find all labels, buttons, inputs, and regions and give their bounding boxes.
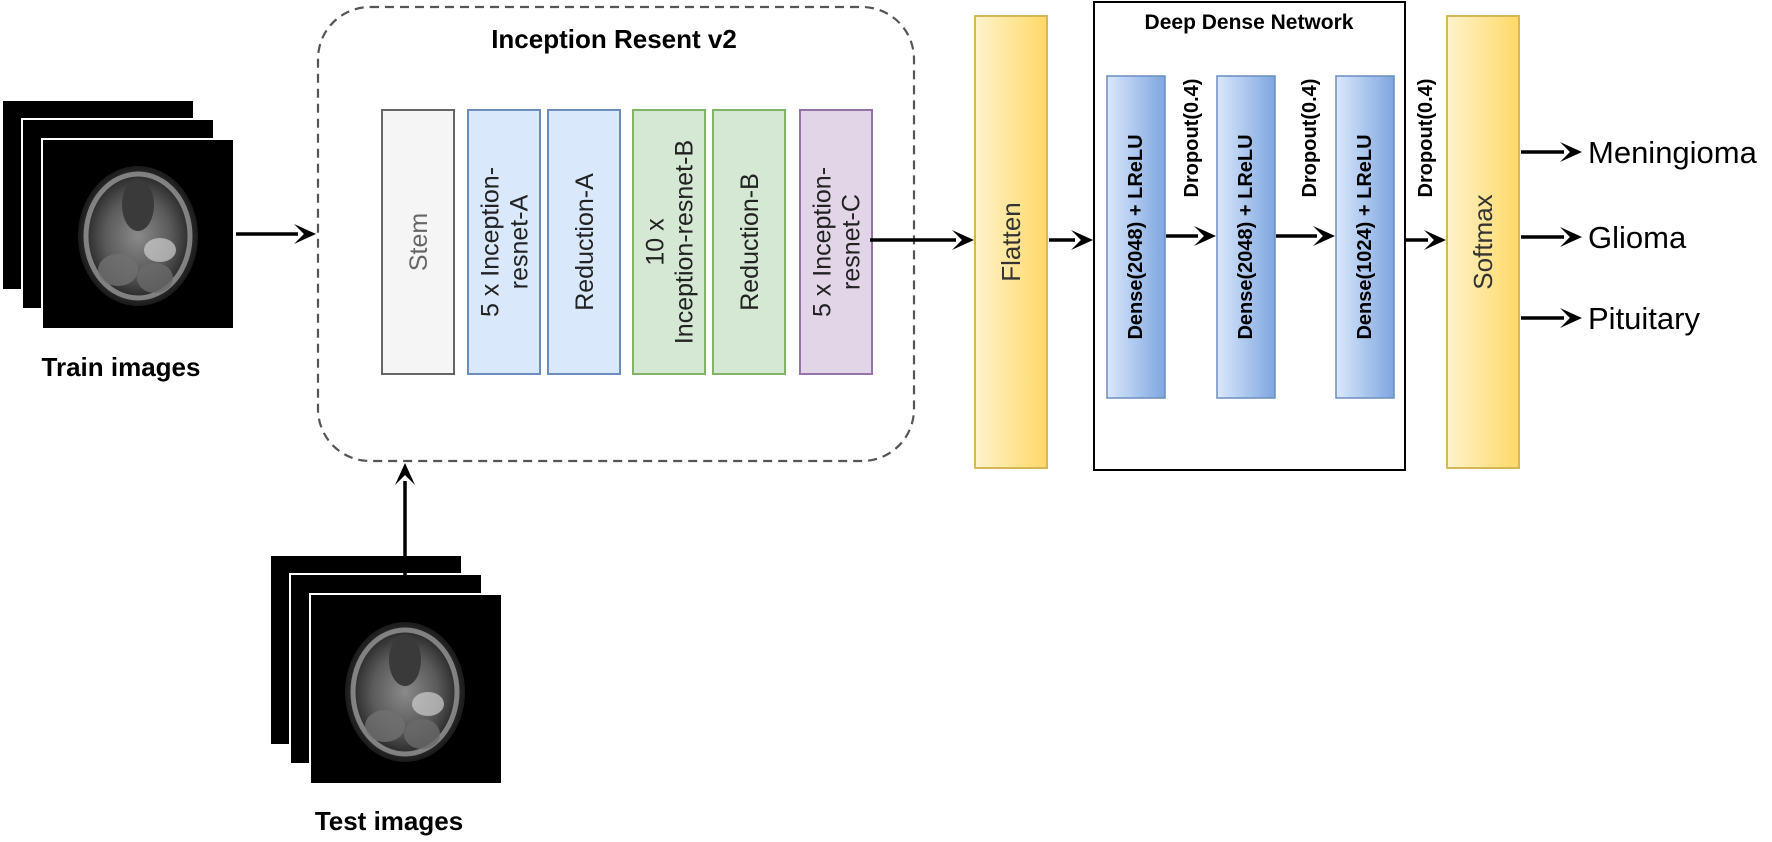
dense-network-container bbox=[1093, 1, 1406, 471]
output-class-label: Meningioma bbox=[1588, 135, 1758, 170]
output-class-label: Glioma bbox=[1588, 220, 1687, 255]
dense-layer-box bbox=[1106, 75, 1166, 399]
backbone-block-label: Stem bbox=[405, 213, 433, 271]
backbone-blocks: Stem 5 x Inception-resnet-A Reduction-A 10 … bbox=[381, 109, 873, 375]
arrow-right-icon bbox=[236, 224, 316, 244]
arrow-up-icon bbox=[395, 463, 415, 578]
dense-layer-box bbox=[1335, 75, 1395, 399]
flatten-label: Flatten bbox=[996, 202, 1026, 282]
backbone-title: Inception Resent v2 bbox=[491, 24, 737, 54]
arrow-right-icon bbox=[870, 230, 974, 250]
dense-layers: Dense(2048) + LReLU Dense(2048) + LReLU De… bbox=[1106, 75, 1437, 399]
train-images-label: Train images bbox=[42, 352, 201, 382]
inception-backbone-container bbox=[316, 5, 916, 463]
dropout-label: Dropout(0.4) bbox=[1299, 79, 1321, 198]
backbone-block-label: 10 xInception-resnet-B bbox=[642, 140, 699, 344]
arrow-right-icon bbox=[1166, 226, 1216, 246]
test-images-stack bbox=[269, 554, 503, 785]
backbone-block bbox=[381, 109, 455, 375]
dense-layer-box bbox=[1216, 75, 1276, 399]
dropout-label: Dropout(0.4) bbox=[1415, 79, 1437, 198]
backbone-block bbox=[799, 109, 873, 375]
output-class-label: Pituitary bbox=[1588, 301, 1700, 336]
output-arrow-icon bbox=[1521, 142, 1582, 162]
arrow-right-icon bbox=[1276, 226, 1335, 246]
backbone-block bbox=[467, 109, 541, 375]
connection-arrows bbox=[236, 142, 1582, 578]
backbone-block bbox=[547, 109, 621, 375]
output-arrow-icon bbox=[1521, 308, 1582, 328]
arrow-right-icon bbox=[1406, 230, 1446, 250]
dense-network-title: Deep Dense Network bbox=[1145, 11, 1354, 34]
dense-layer-label: Dense(2048) + LReLU bbox=[1125, 134, 1147, 339]
dense-layer-label: Dense(2048) + LReLU bbox=[1235, 134, 1257, 339]
flatten-layer bbox=[974, 15, 1048, 469]
test-images-label: Test images bbox=[315, 806, 463, 836]
arrow-right-icon bbox=[1049, 230, 1093, 250]
dense-layer-label: Dense(1024) + LReLU bbox=[1354, 134, 1376, 339]
output-arrow-icon bbox=[1521, 227, 1582, 247]
backbone-block-label: 5 x Inception-resnet-C bbox=[809, 167, 866, 317]
train-images-stack bbox=[1, 99, 235, 330]
brain-mri-icon bbox=[345, 622, 465, 762]
brain-mri-icon bbox=[78, 166, 198, 306]
backbone-block-label: Reduction-B bbox=[736, 173, 764, 311]
backbone-block bbox=[632, 109, 706, 375]
backbone-block-label: 5 x Inception-resnet-A bbox=[477, 167, 534, 317]
backbone-block bbox=[712, 109, 786, 375]
backbone-block-label: Reduction-A bbox=[571, 173, 599, 311]
softmax-label: Softmax bbox=[1468, 194, 1498, 289]
dropout-label: Dropout(0.4) bbox=[1181, 79, 1203, 198]
softmax-layer bbox=[1446, 15, 1520, 469]
